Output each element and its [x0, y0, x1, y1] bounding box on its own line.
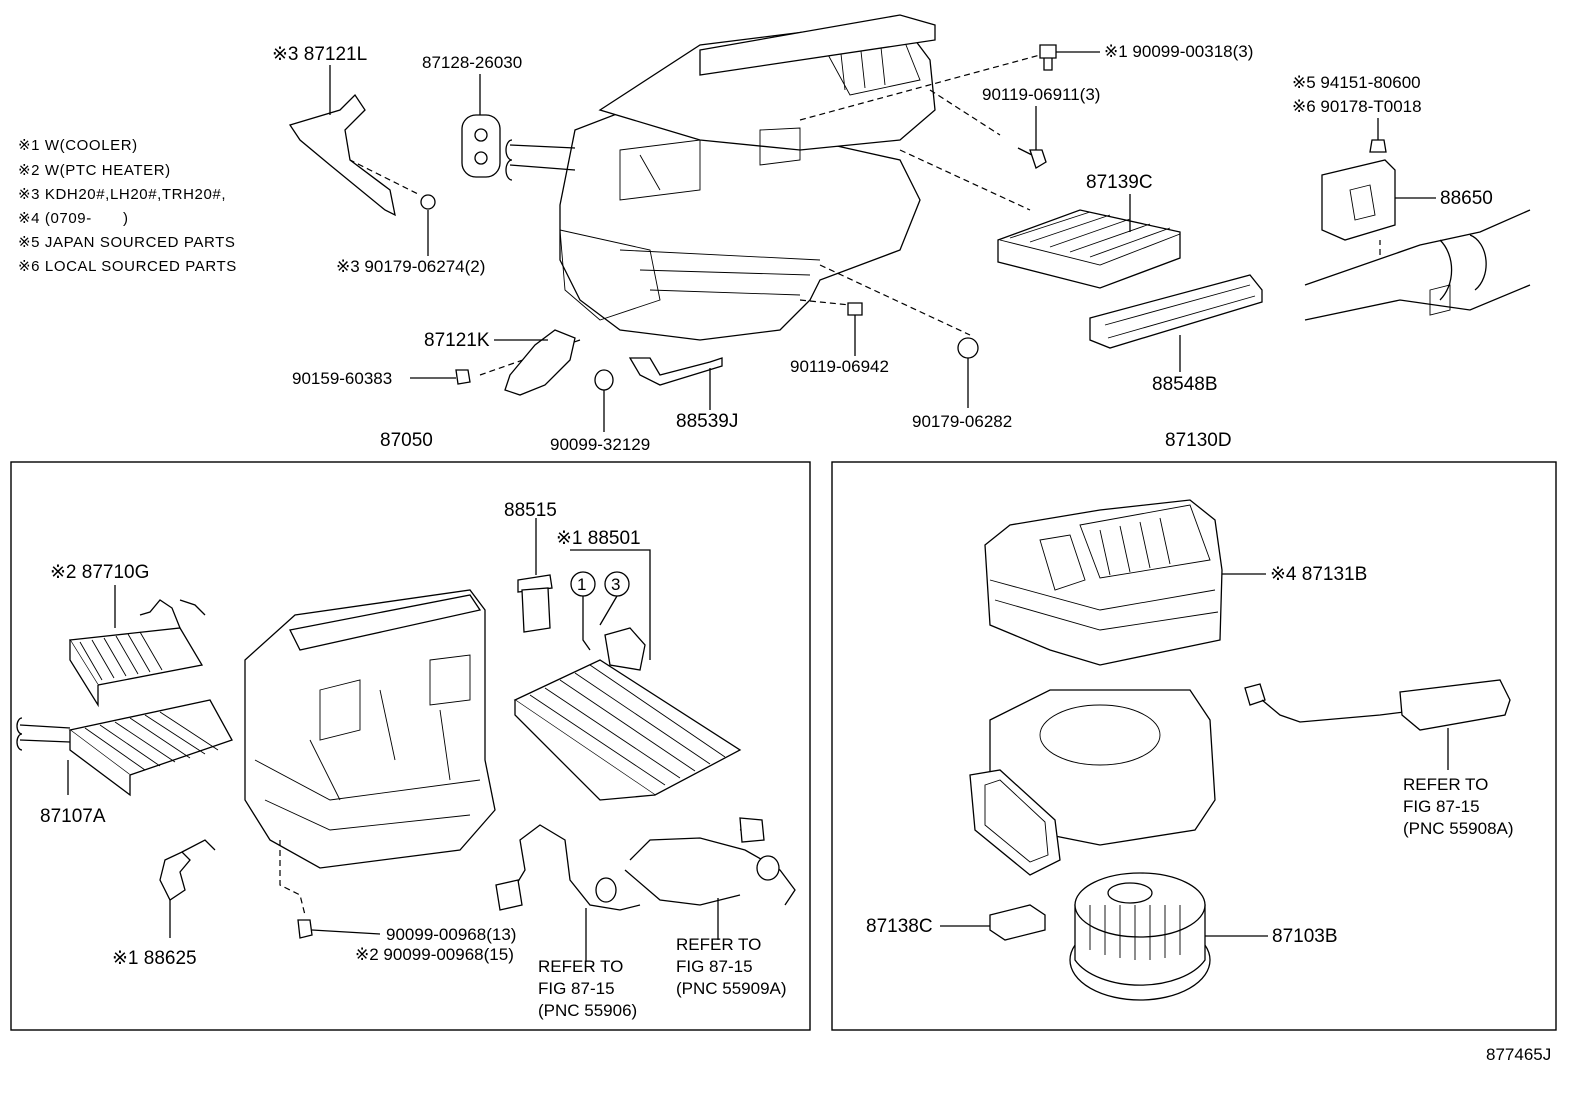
- top-labels: ※3 87121L 87128-26030 ※1 90099-00318(3) …: [272, 42, 1493, 454]
- label-94151-80600[interactable]: ※5 94151-80600: [1292, 73, 1421, 92]
- label-90179-06274[interactable]: ※3 90179-06274(2): [336, 257, 485, 276]
- note-3: ※3 KDH20#,LH20#,TRH20#,: [18, 186, 226, 203]
- evaporator-88501-drawing: [513, 549, 742, 801]
- box-87050: [10, 461, 811, 1031]
- label-87710G[interactable]: ※2 87710G: [50, 562, 149, 583]
- label-87050[interactable]: 87050: [380, 430, 433, 451]
- label-88650[interactable]: 88650: [1440, 188, 1493, 209]
- grommet-87128-drawing: [461, 114, 501, 178]
- ptc-heater-87710G-drawing: [68, 599, 206, 708]
- module-88650-drawing: [1304, 139, 1531, 321]
- label-88501[interactable]: ※1 88501: [556, 528, 641, 549]
- box-87130D-labels: ※4 87131B 87138C 87103B REFER TO FIG 87-…: [866, 564, 1514, 947]
- refer-pnc: (PNC 55908A): [1403, 819, 1514, 838]
- label-90099-00318[interactable]: ※1 90099-00318(3): [1104, 42, 1253, 61]
- sensor-88625-drawing: [159, 839, 216, 938]
- note-1: ※1 W(COOLER): [18, 137, 138, 154]
- label-90119-06911[interactable]: 90119-06911(3): [982, 85, 1100, 104]
- refer-pnc: (PNC 55909A): [676, 979, 787, 998]
- label-90119-06942[interactable]: 90119-06942: [790, 357, 889, 376]
- harness-55908A-drawing: [1244, 679, 1511, 770]
- label-88539J[interactable]: 88539J: [676, 411, 738, 432]
- label-90178-T0018[interactable]: ※6 90178-T0018: [1292, 97, 1422, 116]
- refer-note-55909A[interactable]: REFER TO FIG 87-15 (PNC 55909A): [676, 935, 787, 998]
- screw-90119-06911-drawing: [1017, 147, 1047, 169]
- refer-note-55906[interactable]: REFER TO FIG 87-15 (PNC 55906): [538, 957, 637, 1020]
- small-parts-drawing: [455, 302, 979, 391]
- bracket-87121L-drawing: [288, 93, 436, 217]
- box-87130D: [831, 461, 1557, 1031]
- box-87050-labels: 88515 ※1 88501 1 3 ※2 87710G 87107A ※1 8…: [40, 500, 787, 1020]
- refer-line: REFER TO: [676, 935, 761, 954]
- label-87131B[interactable]: ※4 87131B: [1270, 564, 1367, 585]
- resistor-87138C-drawing: [989, 904, 1046, 941]
- harness-55906-drawing: [495, 824, 641, 962]
- label-90099-00968-15[interactable]: ※2 90099-00968(15): [355, 945, 514, 964]
- label-90099-32129[interactable]: 90099-32129: [550, 435, 650, 454]
- heater-core-87107A-drawing: [16, 699, 233, 797]
- refer-line: REFER TO: [1403, 775, 1488, 794]
- label-87139C[interactable]: 87139C: [1086, 172, 1153, 193]
- refer-fig: FIG 87-15: [1403, 797, 1480, 816]
- note-4: ※4 (0709- ): [18, 210, 129, 227]
- label-88515[interactable]: 88515: [504, 500, 557, 521]
- screw-90099-00318-drawing: [1039, 44, 1057, 71]
- label-87107A[interactable]: 87107A: [40, 806, 106, 827]
- refer-line: REFER TO: [538, 957, 623, 976]
- unit-housing-87050-drawing: [244, 589, 496, 939]
- cover-88548B-drawing: [1089, 274, 1263, 349]
- refer-fig: FIG 87-15: [676, 957, 753, 976]
- blower-motor-87103B-drawing: [1069, 872, 1211, 1001]
- notes-legend: ※1 W(COOLER) ※2 W(PTC HEATER) ※3 KDH20#,…: [18, 137, 237, 275]
- harness-55909A-drawing: [624, 817, 796, 940]
- expansion-valve-88515-drawing: [517, 518, 553, 633]
- label-90099-00968-13[interactable]: 90099-00968(13): [386, 925, 516, 944]
- filter-87139C-drawing: [997, 209, 1181, 289]
- label-88548B[interactable]: 88548B: [1152, 374, 1218, 395]
- hvac-unit-assembly-drawing: [339, 14, 1041, 376]
- label-88625[interactable]: ※1 88625: [112, 948, 197, 969]
- refer-note-55908A[interactable]: REFER TO FIG 87-15 (PNC 55908A): [1403, 775, 1514, 838]
- blower-case-drawing: [969, 689, 1216, 876]
- label-87130D[interactable]: 87130D: [1165, 430, 1232, 451]
- note-6: ※6 LOCAL SOURCED PARTS: [18, 258, 237, 275]
- label-90159-60383[interactable]: 90159-60383: [292, 369, 392, 388]
- circle-label-3: 3: [611, 575, 620, 594]
- note-5: ※5 JAPAN SOURCED PARTS: [18, 234, 235, 251]
- note-2: ※2 W(PTC HEATER): [18, 162, 171, 179]
- label-87128-26030[interactable]: 87128-26030: [422, 53, 522, 72]
- circle-label-1: 1: [577, 575, 586, 594]
- label-87138C[interactable]: 87138C: [866, 916, 933, 937]
- refer-pnc: (PNC 55906): [538, 1001, 637, 1020]
- figure-code: 877465J: [1486, 1045, 1551, 1064]
- label-87121K[interactable]: 87121K: [424, 330, 490, 351]
- label-87103B[interactable]: 87103B: [1272, 926, 1338, 947]
- label-87121L[interactable]: ※3 87121L: [272, 44, 367, 65]
- label-90179-06282[interactable]: 90179-06282: [912, 412, 1012, 431]
- case-87131B-drawing: [984, 499, 1223, 666]
- refer-fig: FIG 87-15: [538, 979, 615, 998]
